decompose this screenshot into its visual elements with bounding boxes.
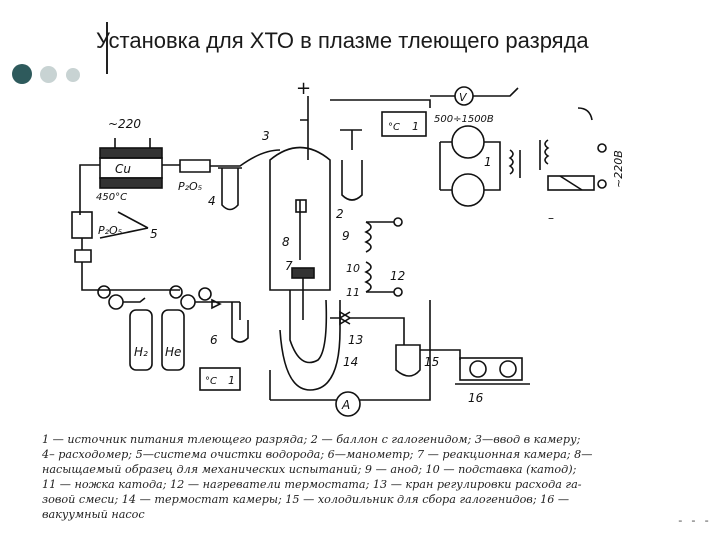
caption-line: 4– расходомер; 5—система очистки водород… bbox=[42, 448, 593, 461]
label-p2o5-b: P₂O₅ bbox=[98, 224, 122, 237]
vacuum-pump bbox=[455, 357, 530, 385]
gas-cylinders bbox=[97, 285, 240, 371]
label-ct1: °C bbox=[388, 122, 400, 133]
title-accent-bar bbox=[106, 22, 108, 74]
manometer bbox=[231, 302, 249, 343]
flowmeter bbox=[218, 167, 242, 211]
dot-dark bbox=[12, 64, 32, 84]
temp-controller-lower bbox=[199, 367, 241, 391]
label-n1: 1 bbox=[484, 155, 492, 169]
cu-furnace: Cu bbox=[99, 138, 163, 189]
label-n14: 14 bbox=[343, 355, 358, 369]
corner-mark: - - - bbox=[676, 516, 710, 528]
caption-line: 1 — источник питания тлеющего разряда; 2… bbox=[42, 433, 581, 446]
label-n16: 16 bbox=[468, 391, 484, 405]
caption-line: 11 — ножка катода; 12 — нагреватели терм… bbox=[42, 478, 582, 491]
power-supply-rectifiers bbox=[439, 107, 607, 207]
anode-heater-coils bbox=[364, 217, 403, 297]
label-220v: ~220В bbox=[612, 150, 625, 188]
plasma-setup-schematic: ~220 Cu 450°C P₂O₅ 4 P₂O₅ 5 H₂ He bbox=[71, 78, 625, 417]
figure-caption: 1 — источник питания тлеющего разряда; 2… bbox=[42, 432, 710, 522]
ammeter bbox=[335, 391, 361, 417]
caption-line: вакуумный насос bbox=[42, 508, 145, 521]
label-ct2n: 1 bbox=[228, 374, 235, 387]
label-n4: 4 bbox=[208, 194, 216, 208]
label-n8: 8 bbox=[282, 235, 290, 249]
label-temp: 450°C bbox=[96, 192, 127, 203]
label-n3: 3 bbox=[262, 129, 270, 143]
label-n6: 6 bbox=[210, 333, 218, 347]
purifier-column bbox=[71, 211, 93, 239]
label-n5: 5 bbox=[150, 227, 158, 241]
label-n11: 11 bbox=[346, 286, 360, 299]
label-n15: 15 bbox=[424, 355, 439, 369]
label-plus: + bbox=[296, 78, 311, 99]
label-cu: Cu bbox=[115, 162, 131, 176]
label-n12: 12 bbox=[390, 269, 405, 283]
label-n10: 10 bbox=[346, 262, 360, 275]
label-amp: A bbox=[341, 398, 350, 412]
cold-trap bbox=[395, 344, 461, 377]
caption-line: зовой смеси; 14 — термостат камеры; 15 —… bbox=[42, 493, 570, 506]
label-volt: V bbox=[459, 91, 468, 104]
halide-balloon bbox=[340, 129, 363, 201]
label-ac-220: ~220 bbox=[108, 117, 141, 131]
reaction-chamber bbox=[269, 146, 341, 391]
label-p2o5-a: P₂O₅ bbox=[178, 180, 202, 193]
label-n7: 7 bbox=[285, 259, 293, 273]
slide-title: Установка для ХТО в плазме тлеющего разр… bbox=[96, 28, 589, 53]
label-h2: H₂ bbox=[134, 345, 148, 359]
label-ct1n: 1 bbox=[412, 120, 419, 133]
dot-light-1 bbox=[40, 66, 57, 83]
label-minus: – bbox=[548, 211, 554, 225]
label-he: He bbox=[165, 345, 181, 359]
label-range: 500÷1500В bbox=[434, 114, 494, 125]
caption-line: насыщаемый образец для механических испы… bbox=[42, 463, 577, 476]
dot-light-2 bbox=[66, 68, 80, 82]
label-n2: 2 bbox=[336, 207, 344, 221]
label-ct2: °C bbox=[205, 376, 217, 387]
label-n13: 13 bbox=[348, 333, 363, 347]
temp-controller-upper bbox=[381, 111, 427, 137]
label-n9: 9 bbox=[342, 229, 350, 243]
